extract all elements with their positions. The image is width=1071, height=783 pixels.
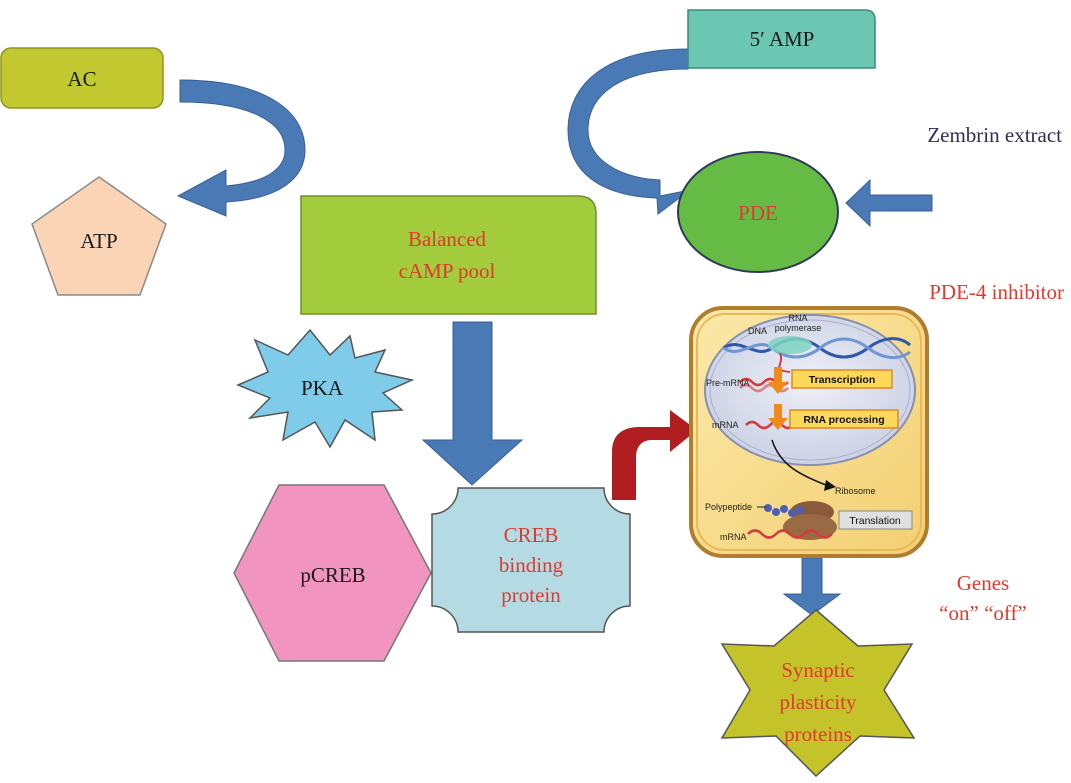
pka-node: PKA <box>236 328 415 449</box>
pcreb-node: pCREB <box>233 484 432 662</box>
ac-label: AC <box>67 67 96 91</box>
nucleus <box>704 314 916 466</box>
curved-arrow-amp-to-pde-icon <box>567 48 691 215</box>
pde4-inhibitor-label: PDE-4 inhibitor <box>929 280 1064 304</box>
genes-label-1: Genes <box>957 571 1009 595</box>
camp-pool-label-1: Balanced <box>408 227 487 251</box>
mrna-bottom-label: mRNA <box>720 532 747 542</box>
atp-label: ATP <box>80 229 117 253</box>
pde-label: PDE <box>738 201 778 225</box>
pde-node: PDE <box>677 151 839 273</box>
cell-illustration: Transcription RNA processing RNA polymer… <box>689 306 929 558</box>
transcription-label: Transcription <box>809 374 876 386</box>
star-label-3: proteins <box>784 722 852 746</box>
ribosome-label: Ribosome <box>835 486 876 496</box>
rna-label-2: polymerase <box>775 323 822 333</box>
cbp-label-1: CREB <box>504 523 559 547</box>
down-arrow-cell-to-proteins-icon <box>782 557 842 616</box>
rna-processing-label: RNA processing <box>803 414 884 426</box>
dna-helix <box>723 336 912 359</box>
left-arrow-zembrin-to-pde-icon <box>845 178 933 228</box>
down-arrow-pool-to-cbp-icon <box>421 321 524 486</box>
camp-pool-node: Balanced cAMP pool <box>300 195 597 315</box>
cbp-label-3: protein <box>501 583 561 607</box>
red-bent-arrow-icon <box>612 410 697 500</box>
zembrin-label: Zembrin extract <box>927 123 1062 147</box>
dna-label: DNA <box>748 326 767 336</box>
star-label-2: plasticity <box>780 690 857 714</box>
mrna-label: mRNA <box>712 420 739 430</box>
curved-arrow-ac-to-atp-icon <box>176 79 306 217</box>
genes-label-2: “on” “off” <box>939 601 1027 625</box>
polypeptide-label: Polypeptide <box>705 502 752 512</box>
pre-mrna-label: Pre-mRNA <box>706 378 750 388</box>
rna-label-1: RNA <box>788 313 807 323</box>
amp-label: 5′ AMP <box>750 27 815 51</box>
cbp-label-2: binding <box>499 553 564 577</box>
pka-label: PKA <box>301 376 344 400</box>
synaptic-proteins-node: Synaptic plasticity proteins <box>720 609 916 778</box>
atp-node: ATP <box>31 176 167 296</box>
translation-label: Translation <box>849 515 901 527</box>
pcreb-label: pCREB <box>300 563 365 587</box>
amp-node: 5′ AMP <box>687 9 876 69</box>
camp-pool-label-2: cAMP pool <box>399 259 496 283</box>
polypeptide-icon <box>764 504 804 517</box>
star-label-1: Synaptic <box>781 658 855 682</box>
ac-node: AC <box>0 47 164 109</box>
creb-binding-protein-node: CREB binding protein <box>431 487 631 633</box>
